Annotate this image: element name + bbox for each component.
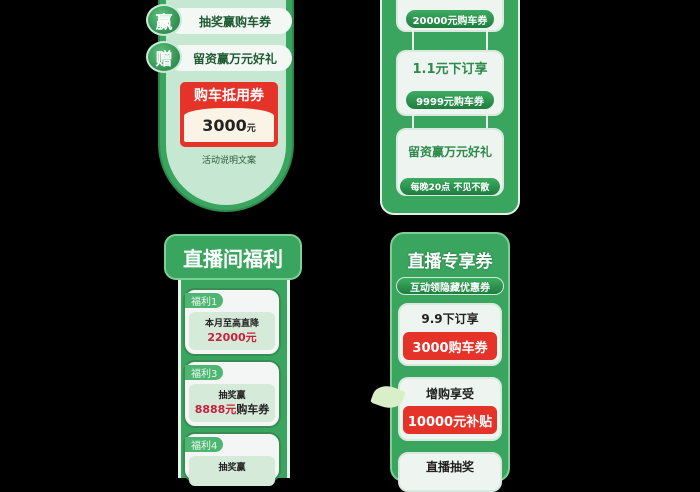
badge-text: 赢 [155,12,173,33]
coupon-title-3: 留资赢万元好礼 [407,144,492,159]
exclusive-card-button[interactable]: 3000购车券 [403,332,497,360]
benefit-card-4[interactable]: 福利4 抽奖赢 [183,432,281,486]
exclusive-card-title: 增购享受 [425,386,474,401]
gift-badge-icon: 赠 [146,41,182,73]
benefit-tag: 福利3 [185,365,224,380]
benefits-title: 直播间福利 [164,234,302,280]
win-badge-icon: 赢 [146,4,182,36]
benefit-content: 抽奖赢 8888元购车券 [189,384,275,422]
benefit-amount: 8888元 [194,403,237,416]
row-label: 抽奖赢购车券 [198,14,271,29]
exclusive-card-button[interactable]: 10000元补贴 [403,406,497,434]
benefit-content: 抽奖赢 [189,456,275,486]
badge-text: 赠 [155,49,173,70]
benefit-line: 本月至高直降 [204,319,259,329]
coupon-title-2: 1.1元下订享 [412,61,488,77]
exclusive-title: 直播专享券 [407,251,493,272]
benefit-card-3[interactable]: 福利3 抽奖赢 8888元购车券 [183,360,281,428]
benefit-line: 抽奖赢 [218,391,246,401]
schedule-pill: 每晚20点 不见不散 [400,178,500,195]
activity-note: 活动说明文案 [201,155,256,166]
hidden-coupon-pill[interactable]: 互动领隐藏优惠券 [396,277,504,295]
benefit-tag: 福利4 [185,437,224,452]
benefit-card-1[interactable]: 福利1 本月至高直降 22000元 [183,288,281,356]
exclusive-card-title: 9.9下订享 [421,311,479,326]
connector [486,112,488,132]
connector [412,30,414,54]
row-label: 留资赢万元好礼 [192,51,277,66]
connector [412,112,414,132]
exclusive-card-title: 直播抽奖 [425,459,474,474]
benefit-content: 本月至高直降 22000元 [189,312,275,350]
coupon-pill-1[interactable]: 20000元购车券 [406,10,494,28]
voucher-unit: 元 [246,124,256,134]
row-lottery[interactable]: 抽奖赢购车券 [168,8,292,34]
row-gift[interactable]: 留资赢万元好礼 [168,45,292,71]
voucher-title: 购车抵用券 [194,88,264,104]
voucher-amount: 3000 [202,115,247,135]
benefit-line: 抽奖赢 [218,463,246,473]
benefit-amount: 22000元 [207,331,257,344]
connector [486,30,488,54]
coupon-pill-2[interactable]: 9999元购车券 [406,91,494,109]
benefit-tag: 福利1 [185,293,224,308]
benefit-suffix: 购车券 [236,403,270,416]
